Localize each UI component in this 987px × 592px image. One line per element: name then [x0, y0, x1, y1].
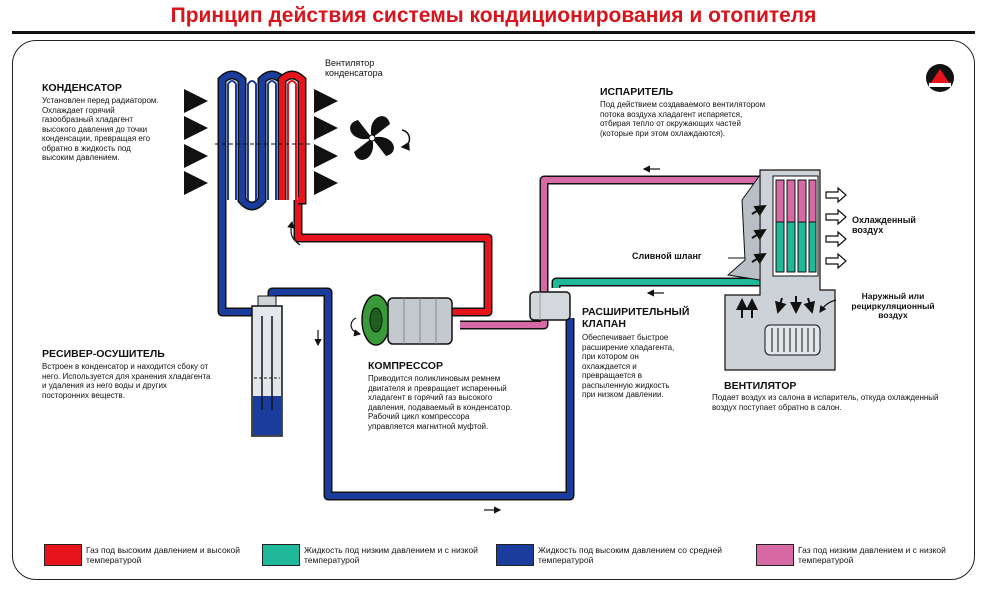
receiver-heading: РЕСИВЕР-ОСУШИТЕЛЬ — [42, 348, 165, 360]
compressor-text: Приводится поликлиновым ремнем двигателя… — [368, 374, 513, 431]
outside-air-arrow-icon — [819, 299, 837, 313]
compressor — [350, 294, 453, 346]
evaporator-text: Под действием создаваемого вентилятором … — [600, 100, 766, 138]
legend-swatch — [496, 544, 534, 566]
cooled-air-arrows — [825, 186, 847, 270]
legend-label: Газ под высоким давлением и высокой темп… — [86, 545, 241, 565]
blower-text: Подает воздух из салона в испаритель, от… — [712, 393, 939, 412]
expansion-valve-text: Обеспечивает быстрое расширение хладаген… — [582, 333, 675, 399]
fan-icon — [350, 116, 411, 160]
flow-arrow-icon — [287, 220, 301, 246]
condenser-text: Установлен перед радиатором. Охлаждает г… — [42, 96, 159, 162]
receiver-drier — [251, 295, 322, 437]
legend-swatch — [756, 544, 794, 566]
compressor-heading: КОМПРЕССОР — [368, 360, 443, 372]
drain-hose-label: Сливной шланг — [632, 251, 702, 261]
pipe-low-pressure-liquid-fill — [553, 279, 760, 288]
diagram-frame — [12, 40, 975, 580]
legend-swatch — [262, 544, 300, 566]
brand-logo — [926, 64, 954, 92]
legend-swatch — [44, 544, 82, 566]
page-title: Принцип действия системы кондиционирован… — [170, 4, 817, 27]
blower-heading: ВЕНТИЛЯТОР — [724, 380, 797, 392]
pipe-high-pressure-liquid-fill — [219, 200, 573, 499]
evaporator-heading: ИСПАРИТЕЛЬ — [600, 86, 674, 98]
pipe-high-pressure-gas-fill — [295, 200, 491, 315]
receiver-text: Встроен в конденсатор и находится сбоку … — [42, 362, 211, 400]
fan-label: Вентилятор конденсатора — [325, 58, 383, 78]
title-divider — [12, 31, 975, 34]
expansion-valve — [529, 291, 571, 321]
legend-label: Газ под низким давлением и с низкой темп… — [798, 545, 946, 565]
outside-air-label: Наружный или рециркуляционный воздух — [851, 291, 935, 320]
pipe-direction-arrows — [484, 165, 664, 514]
expansion-valve-heading: РАСШИРИТЕЛЬНЫЙ КЛАПАН — [582, 306, 690, 330]
legend-label: Жидкость под высоким давлением со средне… — [538, 545, 723, 565]
air-out-arrows — [314, 89, 338, 195]
condenser — [215, 70, 310, 211]
evaporator-box — [724, 169, 836, 371]
pipe-low-pressure-gas — [460, 175, 760, 330]
condenser-heading: КОНДЕНСАТОР — [42, 82, 122, 94]
pipe-low-pressure-gas-fill — [460, 177, 760, 328]
legend-label: Жидкость под низким давлением и с низкой… — [304, 545, 478, 565]
air-in-arrows — [184, 89, 208, 195]
cooled-air-label: Охлажденный воздух — [852, 215, 916, 235]
